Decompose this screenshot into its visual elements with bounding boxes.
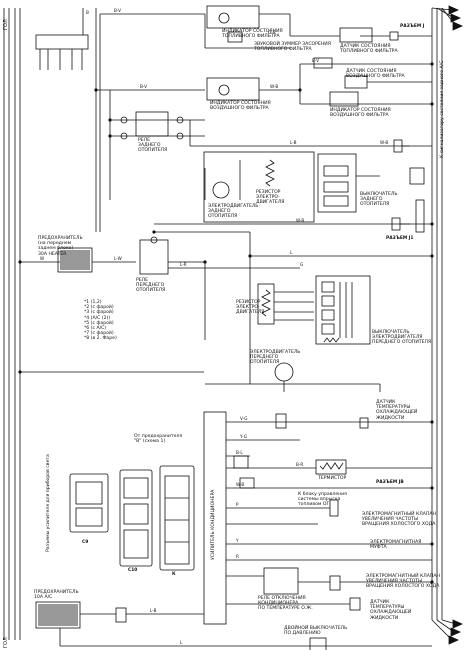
wire-code: L-W — [114, 256, 122, 261]
wire-code: R — [236, 554, 239, 559]
to-ecu-label: К блоку управления системы впрыска топли… — [298, 492, 347, 508]
rear-blower-switch-label: ВЫКЛЮЧАТЕЛЬ ЗАДНЕГО ОТОПИТЕЛЯ — [360, 192, 398, 208]
legend-label: *1 (1,2) *2 (с фарой) *3 (с фарой) *4 (A… — [84, 300, 117, 342]
fuse-ac-label: ПРЕДОХРАНИТЕЛЬ 10A A/C — [34, 590, 79, 601]
rear-blower-motor-label: ЭЛЕКТРОДВИГАТЕЛЬ ЗАДНЕГО ОТОПИТЕЛЯ — [208, 204, 259, 220]
connectors-title-label: Разъемы усилителя для приборов света — [46, 454, 51, 552]
air-filter-indicator-label: ИНДИКАТОР СОСТОЯНИЯ ВОЗДУШНОГО ФИЛЬТРА — [210, 101, 271, 112]
connector-j-label-top: РАЗЪЕМ J — [400, 24, 425, 29]
air-filter-indicator-lamp-label: ИНДИКАТОР СОСТОЯНИЯ ВОЗДУШНОГО ФИЛЬТРА — [330, 108, 391, 119]
wire-code: W-B — [236, 482, 245, 487]
idle-up-valve-label: ЭЛЕКТРОМАГНИТНЫЙ КЛАПАН УВЕЛИЧЕНИЯ ЧАСТО… — [362, 512, 436, 528]
front-blower-switch-label: ВЫКЛЮЧАТЕЛЬ ЭЛЕКТРОДВИГАТЕЛЯ ПЕРЕДНЕГО О… — [372, 330, 432, 346]
wire-code: G — [300, 262, 304, 267]
connector-c10-label: C10 — [128, 568, 138, 573]
wire-code: W — [40, 256, 45, 261]
rear-heater-relay-label: РЕЛЕ ЗАДНЕГО ОТОПИТЕЛЯ — [138, 138, 168, 154]
coolant-temp-sensor-label: ДАТЧИК ТЕМПЕРАТУРЫ ОХЛАЖДАЮЩЕЙ ЖИДКОСТИ — [370, 600, 412, 621]
wire-code: B-V — [312, 58, 320, 63]
cutoff-relay-label: РЕЛЕ ОТКЛЮЧЕНИЯ КОНДИЦИОНЕРА ПО ТЕМПЕРАТ… — [258, 596, 313, 612]
rear-ac-indicator-label: К сигнализатору состояния заднего А/С — [440, 60, 445, 158]
wire-code: W-B — [380, 140, 389, 145]
dual-pressure-switch-label: ДВОЙНОЙ ВЫКЛЮЧАТЕЛЬ ПО ДАВЛЕНИЮ — [284, 626, 348, 637]
front-blower-motor-label: ЭЛЕКТРОДВИГАТЕЛЬ ПЕРЕДНЕГО ОТОПИТЕЛЯ — [250, 350, 301, 366]
thermistor-label: ТЕРМИСТОР — [318, 476, 347, 481]
edge-label-bottom: ГОЛ — [3, 637, 9, 648]
fuel-filter-buzzer-label: ЗВУКОВОЙ ЗУММЕР ЗАСОРЕНИЯ ТОПЛИВНОГО ФИЛ… — [254, 42, 331, 53]
electromagnetic-clutch-label: ЭЛЕКТРОМАГНИТНАЯ МУФТА — [370, 540, 422, 551]
connector-jb-label: РАЗЪЕМ JB — [376, 480, 404, 485]
idle-up-valve-2-label: ЭЛЕКТРОМАГНИТНЫЙ КЛАПАН УВЕЛИЧЕНИЯ ЧАСТО… — [366, 574, 440, 590]
wire-code: B-V — [114, 8, 122, 13]
fuel-filter-indicator-label: ИНДИКАТОР СОСТОЯНИЯ ТОПЛИВНОГО ФИЛЬТРА — [222, 29, 283, 40]
ac-amplifier-label: УСИЛИТЕЛЬ КОНДИЦИОНЕРА — [211, 489, 216, 560]
from-fuse-label: От предохранителя "B" (схема 1) — [134, 434, 183, 445]
wire-code: W-B — [270, 84, 279, 89]
wire-code: L-B — [150, 608, 157, 613]
fuse-label: ПРЕДОХРАНИТЕЛЬ (на переднем заднем блоке… — [38, 236, 83, 257]
wire-code: B-V — [140, 84, 148, 89]
wire-code: G-R — [268, 30, 276, 35]
wire-code: B-L — [236, 450, 243, 455]
edge-label-top: ГОЛ — [3, 19, 9, 30]
wire-code: W-B — [296, 218, 305, 223]
wire-code: L-B — [290, 140, 297, 145]
wire-code: Y-G — [240, 434, 247, 439]
wire-code: B — [86, 10, 89, 15]
wire-code: L — [290, 250, 293, 255]
wire-code: B-R — [296, 462, 304, 467]
front-blower-resistor-label: РЕЗИСТОР ЭЛЕКТРО- ДВИГАТЕЛЯ — [236, 300, 265, 316]
rear-blower-resistor-label: РЕЗИСТОР ЭЛЕКТРО- ДВИГАТЕЛЯ — [256, 190, 285, 206]
connector-c9-label: C9 — [82, 540, 89, 545]
evap-temp-sensor-label: ДАТЧИК ТЕМПЕРАТУРЫ ОХЛАЖДАЮЩЕЙ ЖИДКОСТИ — [376, 400, 418, 421]
wire-code: L-R — [180, 262, 187, 267]
wire-code: P — [236, 502, 239, 507]
wire-code: V-G — [240, 416, 248, 421]
wire-code: Y — [236, 538, 239, 543]
fuel-filter-sensor-label: ДАТЧИК СОСТОЯНИЯ ТОПЛИВНОГО ФИЛЬТРА — [340, 44, 398, 55]
connector-j1-label: РАЗЪЕМ J1 — [386, 236, 414, 241]
connector-k-label: К — [172, 572, 176, 577]
wire-code: L — [180, 640, 183, 645]
air-filter-sensor-label: ДАТЧИК СОСТОЯНИЯ ВОЗДУШНОГО ФИЛЬТРА — [346, 69, 405, 80]
front-heater-relay-label: РЕЛЕ ПЕРЕДНЕГО ОТОПИТЕЛЯ — [136, 278, 166, 294]
